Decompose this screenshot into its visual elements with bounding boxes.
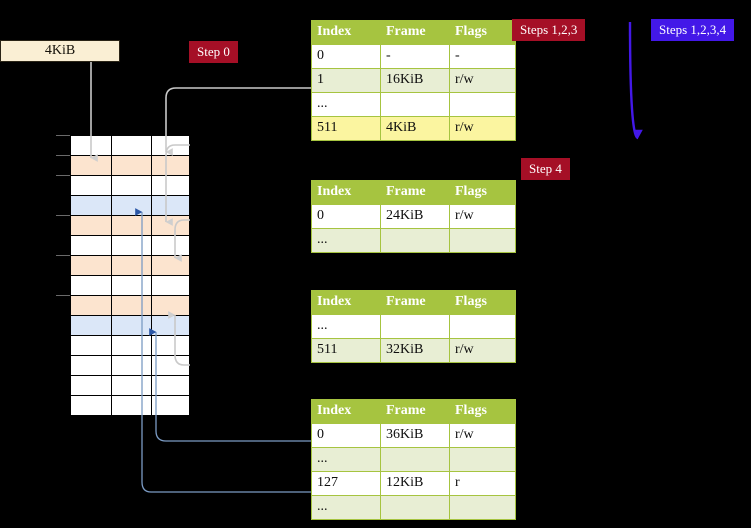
table-row: ... — [311, 447, 516, 472]
table-row: ... — [311, 228, 516, 253]
badge-steps-123: Steps 1,2,3 — [512, 19, 586, 41]
table-cell — [380, 495, 450, 520]
memory-frame-row — [71, 176, 189, 196]
column-header-frame: Frame — [380, 290, 450, 315]
table-cell — [449, 314, 516, 339]
table-cell: ... — [311, 447, 381, 472]
table-cell — [380, 228, 450, 253]
table-cell: 127 — [311, 471, 381, 496]
memory-frame-row — [71, 196, 189, 216]
table-cell: r/w — [449, 68, 516, 93]
table-cell — [449, 92, 516, 117]
table-row: ... — [311, 92, 516, 117]
table-cell — [380, 314, 450, 339]
table-cell — [449, 495, 516, 520]
table-cell: ... — [311, 228, 381, 253]
steps-span-arrow — [630, 21, 638, 138]
memory-frame-row — [71, 336, 189, 356]
column-header-index: Index — [311, 20, 381, 45]
column-header-index: Index — [311, 290, 381, 315]
table-cell: 24KiB — [380, 204, 450, 229]
table-cell: - — [380, 44, 450, 69]
column-header-frame: Frame — [380, 399, 450, 424]
table-cell: 12KiB — [380, 471, 450, 496]
table-cell: r/w — [449, 423, 516, 448]
table-cell — [380, 447, 450, 472]
table-cell: 511 — [311, 116, 381, 141]
table-cell: r/w — [449, 338, 516, 363]
table-cell: - — [449, 44, 516, 69]
memory-frame-row — [71, 276, 189, 296]
memory-frame-row — [71, 216, 189, 236]
table-cell: 32KiB — [380, 338, 450, 363]
memory-frame-row — [71, 396, 189, 416]
memory-frame-row — [71, 236, 189, 256]
physical-memory-grid — [70, 135, 190, 416]
memory-frame-row — [71, 136, 189, 156]
column-header-flags: Flags — [449, 290, 516, 315]
memory-frame-row — [71, 296, 189, 316]
column-header-index: Index — [311, 399, 381, 424]
frame-boundary-tick — [56, 155, 70, 156]
badge-step-4: Step 4 — [521, 158, 570, 180]
frame-boundary-tick — [56, 255, 70, 256]
table-cell: 4KiB — [380, 116, 450, 141]
table-cell: ... — [311, 495, 381, 520]
table-cell: r/w — [449, 116, 516, 141]
table-cell: 1 — [311, 68, 381, 93]
column-header-frame: Frame — [380, 180, 450, 205]
badge-step-0: Step 0 — [189, 41, 238, 63]
memory-frame-row — [71, 356, 189, 376]
table-cell — [449, 447, 516, 472]
column-header-flags: Flags — [449, 399, 516, 424]
frame-boundary-tick — [56, 135, 70, 136]
table-cell: r — [449, 471, 516, 496]
table-cell: ... — [311, 314, 381, 339]
size-label-text: 4KiB — [44, 43, 76, 58]
table-cell — [380, 92, 450, 117]
frame-boundary-tick — [56, 175, 70, 176]
memory-frame-row — [71, 256, 189, 276]
memory-frame-row — [71, 316, 189, 336]
table-row: 0-- — [311, 44, 516, 69]
table-cell: 0 — [311, 423, 381, 448]
table-cell: r/w — [449, 204, 516, 229]
grid-column-divider — [151, 136, 152, 416]
column-header-index: Index — [311, 180, 381, 205]
grid-column-divider — [111, 136, 112, 416]
table-cell: 16KiB — [380, 68, 450, 93]
table-cell: ... — [311, 92, 381, 117]
steps-span — [630, 21, 638, 138]
memory-frame-row — [71, 376, 189, 396]
column-header-flags: Flags — [449, 180, 516, 205]
table-cell: 511 — [311, 338, 381, 363]
size-label-box: 4KiB — [0, 40, 120, 62]
table-cell — [449, 228, 516, 253]
table-row: ... — [311, 314, 516, 339]
table-row: ... — [311, 495, 516, 520]
frame-boundary-tick — [56, 215, 70, 216]
column-header-flags: Flags — [449, 20, 516, 45]
column-header-frame: Frame — [380, 20, 450, 45]
badge-steps-1234: Steps 1,2,3,4 — [651, 19, 735, 41]
table-cell: 0 — [311, 44, 381, 69]
table-cell: 0 — [311, 204, 381, 229]
frame-boundary-tick — [56, 295, 70, 296]
table-cell: 36KiB — [380, 423, 450, 448]
memory-frame-row — [71, 156, 189, 176]
